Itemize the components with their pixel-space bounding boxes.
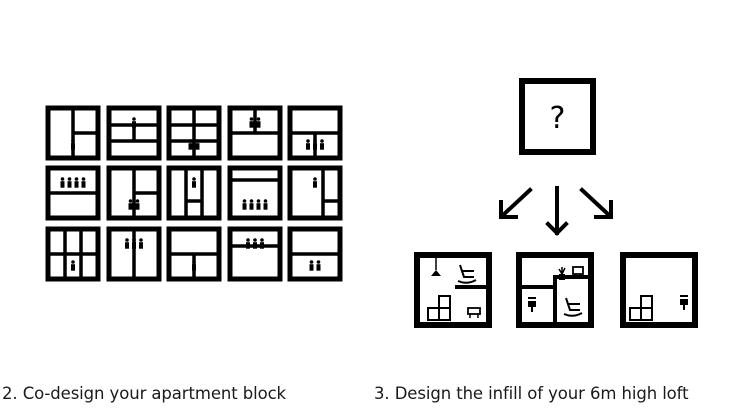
person-icon [192,177,196,188]
arrow-down [545,186,569,236]
apartment-unit [166,105,222,161]
apartment-unit [227,226,283,282]
person-icon [71,260,75,271]
rocking-chair-icon [563,297,583,317]
apartment-unit [227,105,283,161]
potted-plant-icon [558,267,566,280]
arrow-right [579,187,613,219]
stool-icon [680,295,688,310]
apartment-block-grid [45,105,343,282]
person-icon [71,139,75,150]
loft-option-right [620,252,698,328]
question-mark: ? [550,101,566,136]
shelving-unit-icon [427,295,451,321]
person-icon [242,199,268,210]
question-box: ? [519,78,596,155]
person-icon [246,238,264,249]
loft-options [414,252,698,328]
arrow-left [499,187,533,219]
desk-icon [572,266,584,278]
loft-option-left [414,252,492,328]
person-icon [309,260,321,271]
stool-icon [528,297,536,312]
side-table-icon [467,307,481,318]
apartment-unit [106,165,162,221]
apartment-unit [166,226,222,282]
person-icon [132,117,136,128]
person-icon [188,139,200,150]
arrows [499,186,613,236]
apartment-unit [45,105,101,161]
person-icon [249,117,261,128]
person-icon [128,199,140,210]
apartment-unit [287,226,343,282]
person-icon [306,139,324,150]
apartment-unit [166,165,222,221]
apartment-unit [45,165,101,221]
shelving-unit-icon [629,295,653,321]
apartment-unit [227,165,283,221]
apartment-unit [45,226,101,282]
caption-loft-infill: 3. Design the infill of your 6m high lof… [374,384,689,403]
person-icon [313,177,317,188]
pendant-lamp-icon [431,256,441,276]
question-box-frame [519,78,596,155]
apartment-unit [106,226,162,282]
apartment-unit [106,105,162,161]
person-icon [60,177,86,188]
person-icon [192,260,196,271]
caption-apartment-block: 2. Co-design your apartment block [2,384,287,403]
person-icon [125,238,143,249]
apartment-unit [287,105,343,161]
rocking-chair-icon [457,264,477,284]
apartment-unit [287,165,343,221]
loft-option-middle [516,252,594,328]
